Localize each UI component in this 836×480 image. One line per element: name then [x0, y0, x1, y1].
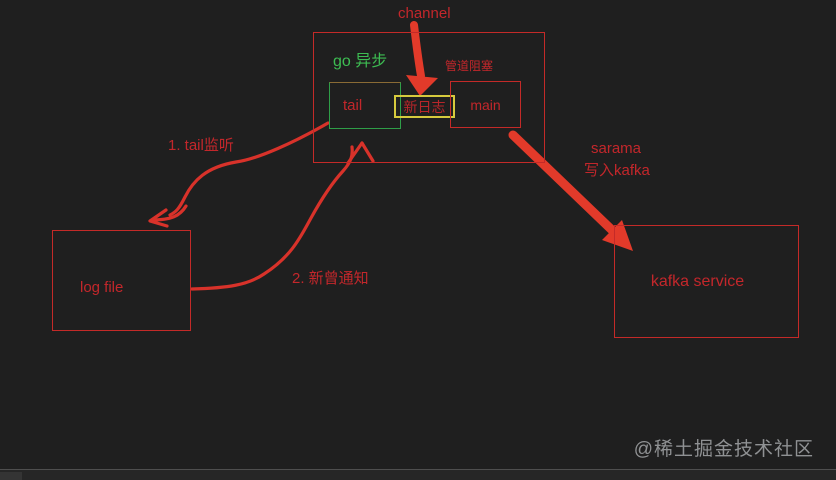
- main-box: main: [450, 81, 521, 128]
- new-log-label: 新日志: [403, 98, 446, 115]
- sarama-label-line1: sarama: [591, 140, 642, 157]
- watermark: @稀土掘金技术社区: [633, 439, 814, 460]
- bottom-corner-mark: [0, 472, 22, 480]
- step1-tail-listen-label: 1. tail监听: [168, 137, 234, 154]
- tail-box: tail: [329, 82, 401, 129]
- log-file-label: log file: [80, 279, 124, 296]
- go-process-box: [313, 32, 545, 163]
- sarama-label-line2: 写入kafka: [584, 162, 650, 179]
- go-async-label: go 异步: [333, 53, 388, 70]
- main-label: main: [470, 96, 501, 113]
- channel-label: channel: [398, 5, 451, 22]
- bottom-separator: [0, 469, 836, 480]
- step2-new-notify-label: 2. 新曾通知: [292, 270, 369, 287]
- kafka-service-box: kafka service: [614, 225, 799, 338]
- tail-label: tail: [343, 97, 363, 114]
- kafka-service-label: kafka service: [650, 272, 745, 290]
- pipe-block-label: 管道阻塞: [445, 59, 494, 73]
- notify-arrow: [190, 141, 375, 291]
- log-file-box: log file: [52, 230, 191, 331]
- new-log-box: 新日志: [394, 95, 455, 118]
